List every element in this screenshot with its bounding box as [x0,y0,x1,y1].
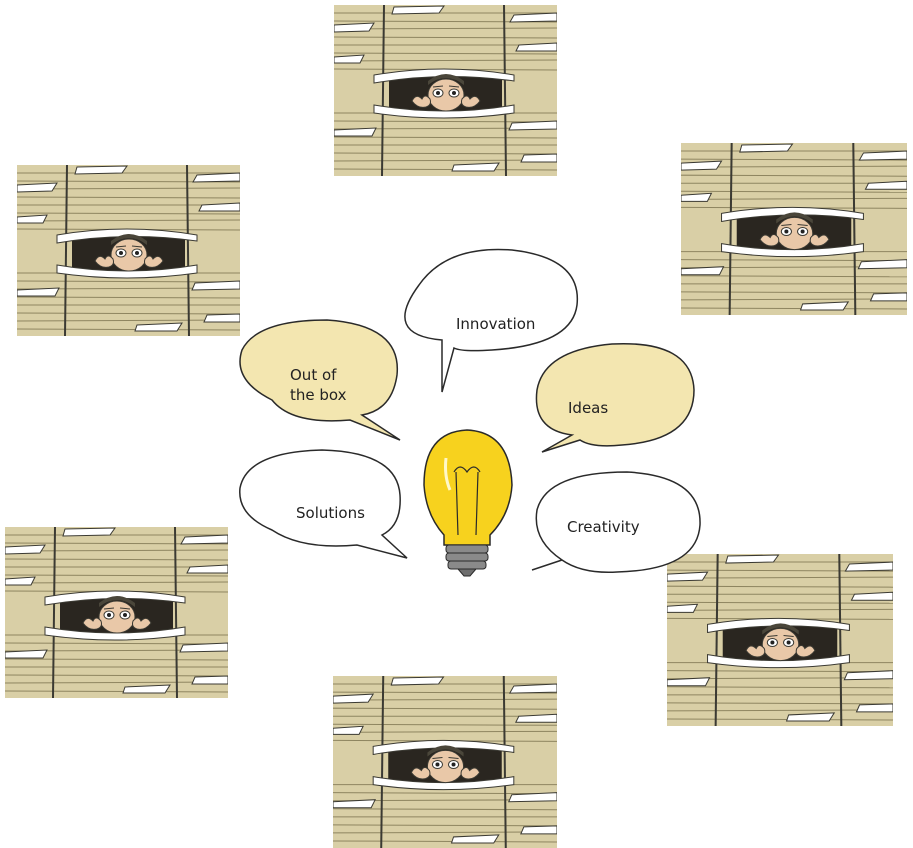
bubble-label-out-of: Out of [290,366,337,384]
person-peeking-image-top [334,5,557,176]
bubble-label-ideas: Ideas [568,399,608,417]
speech-bubble-out-of-the-box: Out of the box [239,319,401,441]
bubble-label-solutions: Solutions [296,504,365,522]
bubble-label-creativity: Creativity [567,518,640,536]
speech-bubble-creativity: Creativity [531,471,701,573]
speech-bubble-ideas: Ideas [535,342,695,453]
speech-bubble-solutions: Solutions [239,449,408,559]
idea-illustration: Innovation Out of the box Ideas Solution… [232,240,702,585]
person-peeking-image-upper-left [17,165,240,336]
person-peeking-image-lower-left [5,527,228,698]
light-bulb-icon [423,429,513,577]
bubble-label-innovation: Innovation [456,315,535,333]
bubble-label-the-box: the box [290,386,347,404]
person-peeking-image-upper-right [681,143,907,315]
speech-bubble-innovation: Innovation [404,248,579,393]
person-peeking-image-bottom [333,676,557,848]
